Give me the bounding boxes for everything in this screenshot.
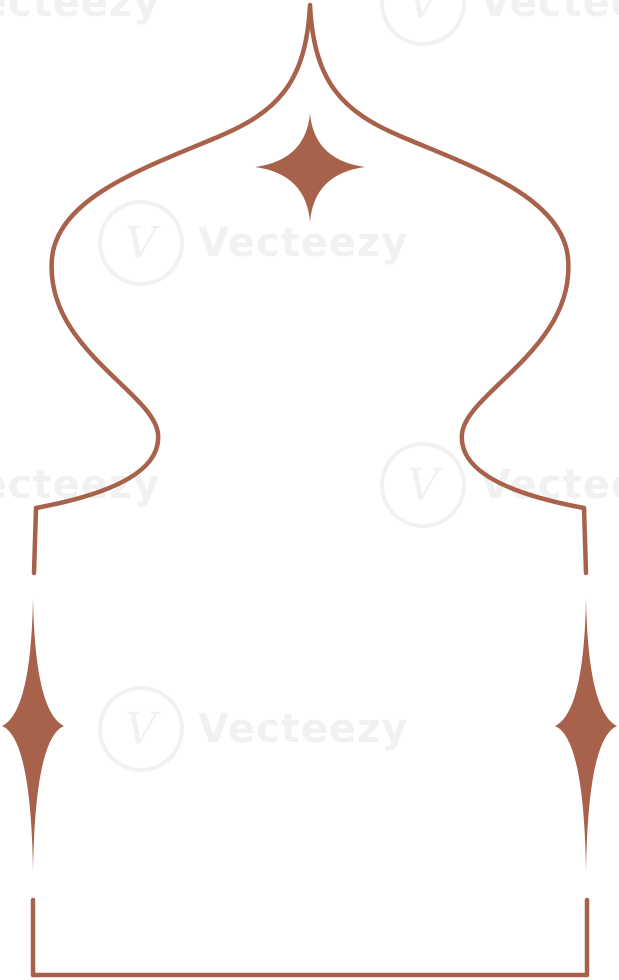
sparkle-star-icon [555,598,617,872]
arch-outline [30,2,590,978]
sparkle-star-icon [2,598,64,872]
sparkle-star-icon [255,113,365,222]
arch-dome-path [31,2,589,576]
sparkle-group [2,113,617,872]
